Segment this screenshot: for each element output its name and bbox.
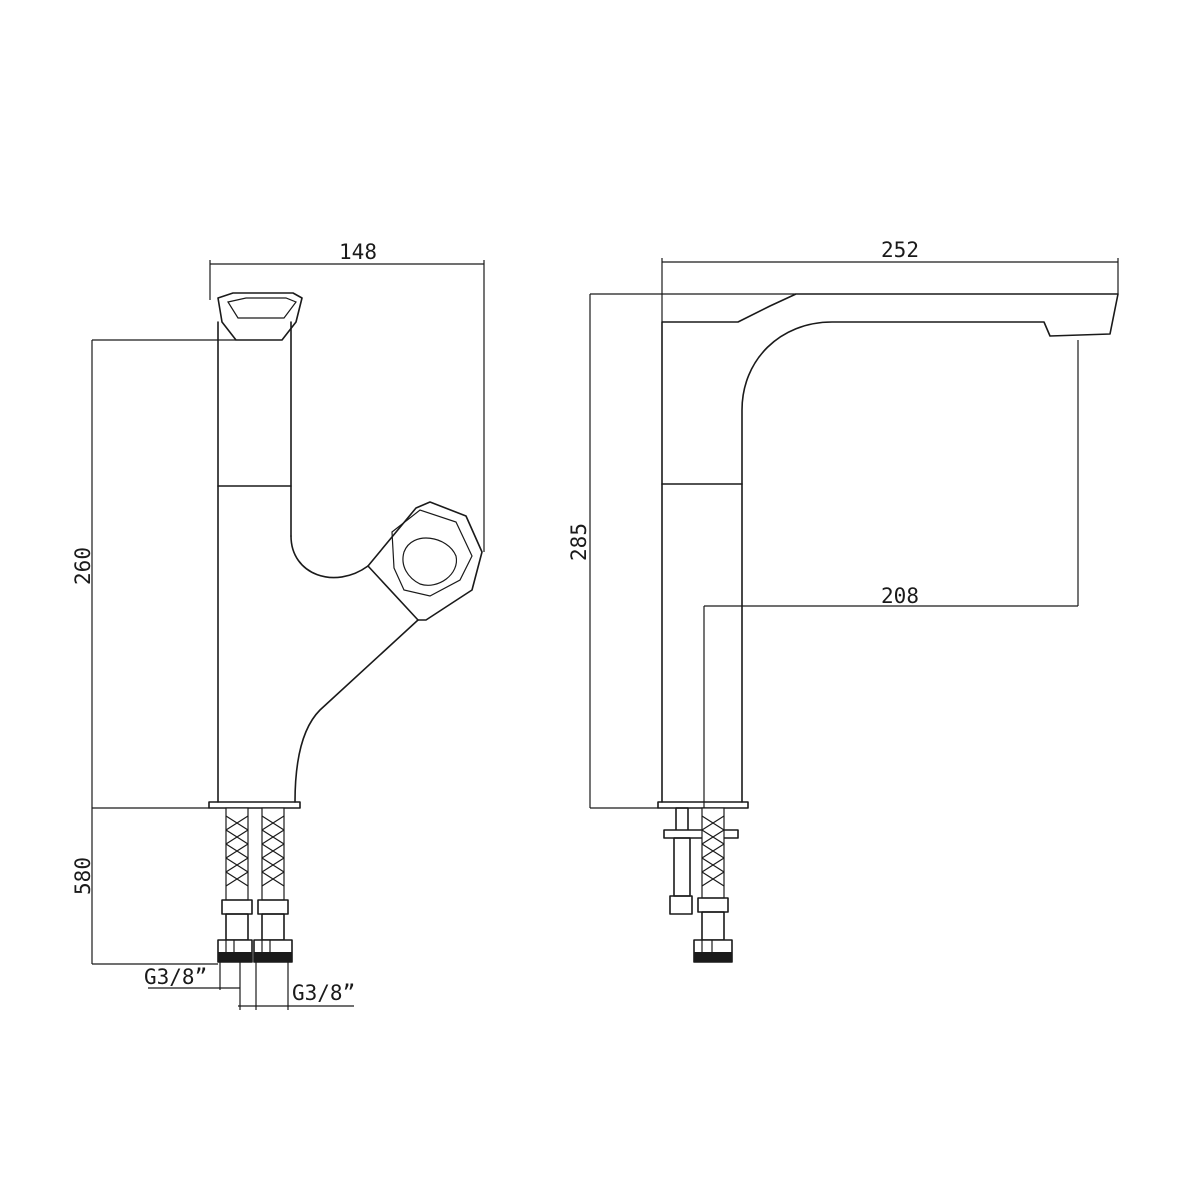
dimension-thread-sizes: G3/8” G3/8”: [144, 962, 355, 1010]
side-faucet-body: [657, 293, 1119, 809]
dimension-side-length: 252: [661, 238, 1119, 322]
dimension-side-reach: 208: [703, 340, 1079, 808]
side-supply-hose: [663, 807, 739, 963]
front-height-label: 260: [71, 547, 95, 585]
dimension-side-height: 285: [567, 293, 796, 809]
dimension-hose-length: 580: [71, 808, 218, 965]
hose-length-label: 580: [71, 857, 95, 895]
front-supply-hoses: [217, 807, 293, 963]
front-width-label: 148: [339, 240, 377, 264]
side-reach-label: 208: [881, 584, 919, 608]
dimension-front-height: 260: [71, 339, 236, 809]
side-length-label: 252: [881, 238, 919, 262]
side-height-label: 285: [567, 523, 591, 561]
dimension-front-width: 148: [209, 240, 485, 552]
front-view: 148 260 580 G3/8” G3/8”: [71, 240, 485, 1010]
side-view: 252 285 208: [567, 238, 1119, 963]
thread-label-left: G3/8”: [144, 965, 207, 989]
front-faucet-body: [208, 292, 483, 809]
thread-label-right: G3/8”: [292, 981, 355, 1005]
